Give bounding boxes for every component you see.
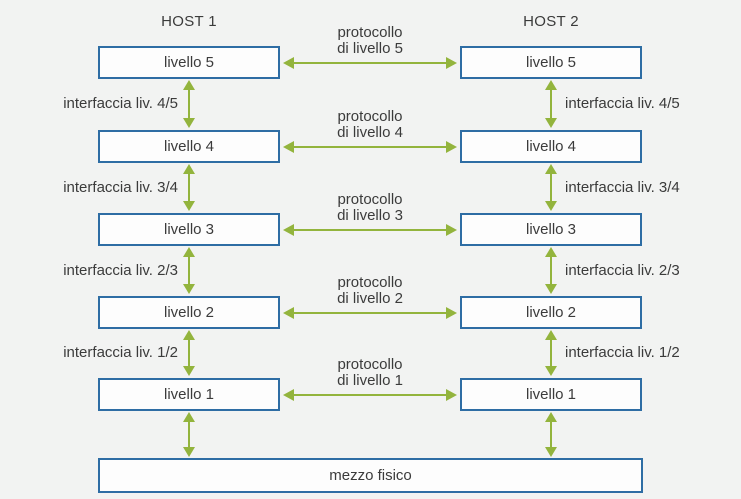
host2-interface23-double-arrow-icon: [545, 247, 557, 294]
physical-medium-box: mezzo fisico: [98, 458, 643, 493]
host2-interface34-double-arrow-icon: [545, 164, 557, 211]
host1-interface45-label: interfaccia liv. 4/5: [63, 95, 178, 112]
host2-medium-double-arrow-icon: [545, 412, 557, 457]
host2-interface12-double-arrow-icon: [545, 330, 557, 376]
protocol-level5-label: protocollo di livello 5: [290, 25, 450, 57]
host2-level4-box: livello 4: [460, 130, 642, 163]
host1-level1-box: livello 1: [98, 378, 280, 411]
host1-interface12-double-arrow-icon: [183, 330, 195, 376]
host2-level5-box: livello 5: [460, 46, 642, 79]
protocol-level3-line2: di livello 3: [337, 207, 403, 224]
host2-interface45-double-arrow-icon: [545, 80, 557, 128]
protocol-level2-double-arrow-icon: [283, 307, 457, 319]
protocol-level1-line1: protocollo: [337, 356, 403, 373]
host2-level2-box: livello 2: [460, 296, 642, 329]
host2-title: HOST 2: [523, 13, 579, 30]
protocol-level2-label: protocollo di livello 2: [290, 275, 450, 307]
host1-interface23-label: interfaccia liv. 2/3: [63, 262, 178, 279]
host1-interface34-label: interfaccia liv. 3/4: [63, 179, 178, 196]
host1-interface34-double-arrow-icon: [183, 164, 195, 211]
host2-interface45-label: interfaccia liv. 4/5: [565, 95, 680, 112]
protocol-level1-line2: di livello 1: [337, 372, 403, 389]
host2-level3-box: livello 3: [460, 213, 642, 246]
protocol-level5-line2: di livello 5: [337, 40, 403, 57]
host1-level5-box: livello 5: [98, 46, 280, 79]
protocol-level1-label: protocollo di livello 1: [290, 357, 450, 389]
protocol-level2-line2: di livello 2: [337, 290, 403, 307]
host1-medium-double-arrow-icon: [183, 412, 195, 457]
host1-title: HOST 1: [161, 13, 217, 30]
protocol-level3-line1: protocollo: [337, 191, 403, 208]
host1-level4-box: livello 4: [98, 130, 280, 163]
host1-interface12-label: interfaccia liv. 1/2: [63, 344, 178, 361]
protocol-level3-label: protocollo di livello 3: [290, 192, 450, 224]
protocol-level1-double-arrow-icon: [283, 389, 457, 401]
host2-interface12-label: interfaccia liv. 1/2: [565, 344, 680, 361]
protocol-level4-line2: di livello 4: [337, 124, 403, 141]
protocol-level5-line1: protocollo: [337, 24, 403, 41]
host1-interface45-double-arrow-icon: [183, 80, 195, 128]
host1-interface23-double-arrow-icon: [183, 247, 195, 294]
protocol-level4-label: protocollo di livello 4: [290, 109, 450, 141]
protocol-level3-double-arrow-icon: [283, 224, 457, 236]
host1-level3-box: livello 3: [98, 213, 280, 246]
protocol-level4-line1: protocollo: [337, 108, 403, 125]
protocol-level2-line1: protocollo: [337, 274, 403, 291]
host2-interface34-label: interfaccia liv. 3/4: [565, 179, 680, 196]
protocol-level5-double-arrow-icon: [283, 57, 457, 69]
host2-interface23-label: interfaccia liv. 2/3: [565, 262, 680, 279]
protocol-level4-double-arrow-icon: [283, 141, 457, 153]
host2-level1-box: livello 1: [460, 378, 642, 411]
host1-level2-box: livello 2: [98, 296, 280, 329]
